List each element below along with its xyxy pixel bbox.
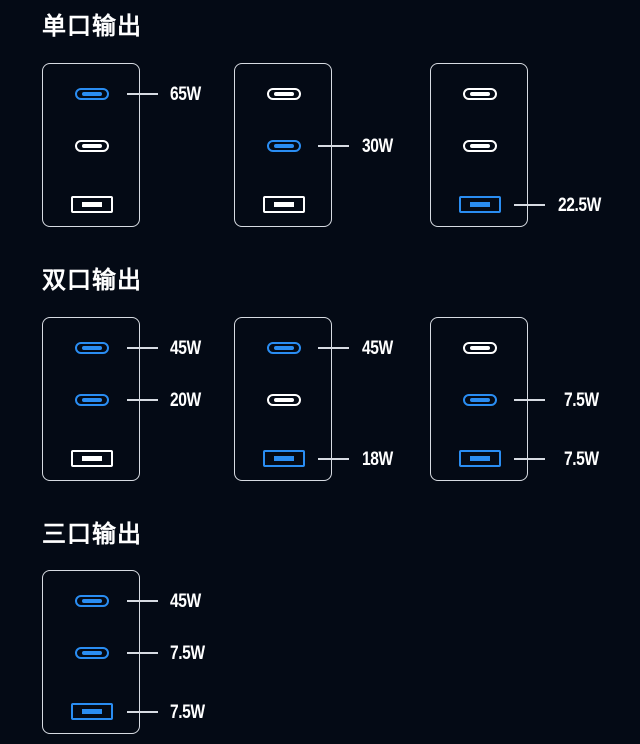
usb-c-port-1 (463, 88, 497, 100)
charger-diagram (42, 63, 140, 227)
power-label: 7.5W (564, 390, 599, 411)
usb-c-port-1 (75, 342, 109, 354)
power-label: 30W (362, 136, 393, 157)
power-label: 45W (170, 591, 201, 612)
usb-a-port (71, 196, 113, 213)
usb-c-port-2 (463, 394, 497, 406)
usb-c-port-1 (267, 342, 301, 354)
usb-c-port-2 (75, 647, 109, 659)
leader-line (318, 347, 349, 349)
leader-line (127, 347, 158, 349)
leader-line (514, 399, 545, 401)
leader-line (514, 204, 545, 206)
usb-c-port-2 (75, 394, 109, 406)
power-label: 7.5W (564, 449, 599, 470)
leader-line (127, 399, 158, 401)
leader-line (318, 458, 349, 460)
usb-c-port-2 (75, 140, 109, 152)
leader-line (514, 458, 545, 460)
power-label: 45W (362, 338, 393, 359)
leader-line (127, 711, 158, 713)
usb-c-port-1 (75, 595, 109, 607)
usb-c-port-1 (75, 88, 109, 100)
usb-c-port-1 (463, 342, 497, 354)
power-label: 45W (170, 338, 201, 359)
charger-diagram (42, 570, 140, 734)
power-label: 18W (362, 449, 393, 470)
usb-c-port-2 (267, 394, 301, 406)
power-label: 22.5W (558, 195, 601, 216)
usb-a-port (71, 703, 113, 720)
charger-diagram (42, 317, 140, 481)
power-label: 20W (170, 390, 201, 411)
usb-a-port (459, 450, 501, 467)
section-title-triple-port: 三口输出 (42, 520, 142, 548)
leader-line (127, 600, 158, 602)
usb-a-port (459, 196, 501, 213)
usb-c-port-2 (267, 140, 301, 152)
power-label: 7.5W (170, 702, 205, 723)
section-title-dual-port: 双口输出 (42, 266, 142, 294)
leader-line (127, 652, 158, 654)
charger-diagram (234, 317, 332, 481)
usb-c-port-2 (463, 140, 497, 152)
usb-c-port-1 (267, 88, 301, 100)
usb-a-port (263, 196, 305, 213)
section-title-single-port: 单口输出 (42, 12, 142, 40)
usb-a-port (263, 450, 305, 467)
leader-line (127, 93, 158, 95)
power-label: 7.5W (170, 643, 205, 664)
charger-diagram (430, 63, 528, 227)
leader-line (318, 145, 349, 147)
power-label: 65W (170, 84, 201, 105)
usb-a-port (71, 450, 113, 467)
